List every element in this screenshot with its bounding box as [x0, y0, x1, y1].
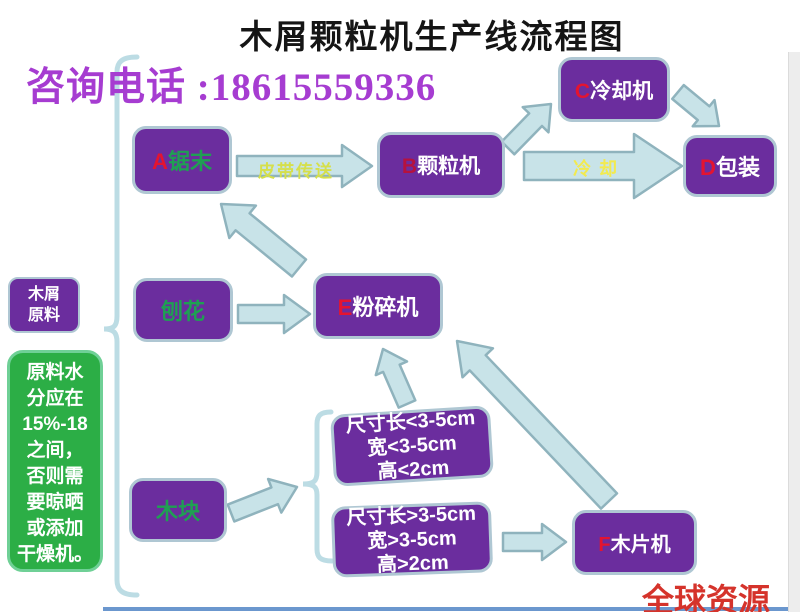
- arrow-cooler-to-packing: [670, 83, 721, 128]
- node-pellet: B颗粒机: [377, 132, 505, 198]
- size-small-line2: 宽<3-5cm: [366, 432, 458, 460]
- arrow-sizesmall-to-crusher: [374, 347, 417, 409]
- size-large-line2: 宽>3-5cm: [366, 526, 458, 553]
- node-wood-block: 木块: [129, 478, 227, 542]
- brace-size-split: [302, 409, 335, 564]
- arrow-sizelarge-to-chipper: [501, 522, 568, 562]
- size-large-line1: 尺寸长>3-5cm: [346, 502, 477, 529]
- belt-conveyor-label: 皮带传送: [258, 162, 334, 181]
- brace-raw-material: [103, 54, 140, 598]
- node-crusher-letter: E: [337, 295, 353, 320]
- node-sawdust-label: 锯末: [167, 149, 212, 174]
- arrow-crusher-to-sawdust: [219, 202, 308, 278]
- node-cooler-letter: C: [574, 79, 591, 103]
- bottom-border-line: [103, 607, 788, 611]
- note-line: 要晾晒: [26, 492, 84, 513]
- note-line: 之间，: [26, 440, 84, 461]
- watermark-logo: 全球资源网: [642, 582, 771, 612]
- node-size-large: 尺寸长>3-5cm 宽>3-5cm 高>2cm: [330, 501, 494, 578]
- node-packing-letter: D: [700, 155, 716, 180]
- arrow-chipper-to-crusher: [455, 339, 619, 510]
- node-sawdust: A锯末: [132, 126, 232, 194]
- page-title: 木屑颗粒机生产线流程图: [239, 20, 625, 56]
- node-crusher: E粉碎机: [313, 273, 443, 339]
- note-line: 原料水: [26, 362, 84, 383]
- page-edge-strip: [788, 52, 800, 612]
- node-size-small: 尺寸长<3-5cm 宽<3-5cm 高<2cm: [329, 405, 495, 487]
- node-pellet-label: 颗粒机: [417, 155, 481, 178]
- note-line: 或添加: [26, 518, 84, 539]
- node-raw-material: 木屑 原料: [8, 277, 80, 333]
- raw-material-line2: 原料: [27, 307, 60, 324]
- node-packing-label: 包装: [715, 155, 760, 180]
- node-cooler: C冷却机: [558, 57, 670, 122]
- arrow-woodblock-to-sizes: [226, 477, 299, 523]
- size-small-line3: 高<2cm: [377, 456, 450, 484]
- arrow-pellet-to-packing: [522, 132, 684, 200]
- note-line: 15%-18: [22, 414, 88, 435]
- arrow-pellet-to-cooler: [500, 102, 553, 156]
- size-large-line3: 高>2cm: [376, 551, 450, 576]
- phone-headline: 咨询电话 :18615559336: [26, 66, 437, 109]
- node-crusher-label: 粉碎机: [352, 295, 419, 320]
- node-chipper-label: 木片机: [610, 534, 671, 556]
- node-chipper-letter: F: [598, 534, 611, 556]
- note-line: 分应在: [26, 388, 84, 409]
- moisture-note: 原料水 分应在 15%-18 之间， 否则需 要晾晒 或添加 干燥机。: [7, 350, 103, 572]
- arrow-shavings-to-crusher: [236, 293, 312, 335]
- node-pellet-letter: B: [401, 155, 418, 178]
- node-shavings: 刨花: [133, 278, 233, 342]
- node-chipper: F木片机: [572, 510, 697, 575]
- node-shavings-label: 刨花: [160, 299, 205, 324]
- note-line: 干燥机。: [16, 544, 93, 565]
- node-cooler-label: 冷却机: [590, 79, 654, 103]
- node-packing: D包装: [683, 135, 777, 197]
- node-sawdust-letter: A: [152, 149, 168, 174]
- cooling-label: 冷却: [573, 159, 625, 179]
- note-line: 否则需: [26, 466, 84, 487]
- raw-material-line1: 木屑: [27, 286, 60, 303]
- node-wood-block-label: 木块: [155, 499, 200, 524]
- arrow-sawdust-to-pellet: [235, 143, 374, 189]
